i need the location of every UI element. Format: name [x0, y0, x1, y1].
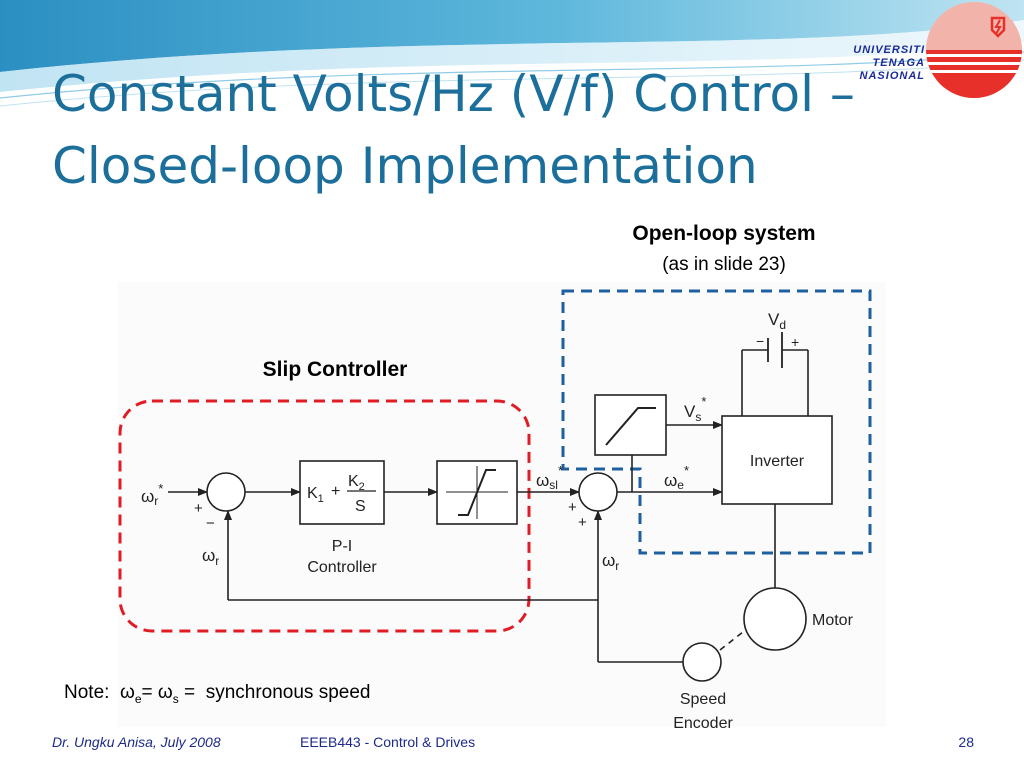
plus-sign-3: +: [578, 514, 587, 531]
lightning-icon: [990, 16, 1006, 38]
motor-encoder-coupling: [719, 627, 749, 651]
s-label: S: [355, 498, 366, 515]
logo-text: UNIVERSITI TENAGA NASIONAL: [800, 44, 925, 83]
logo-line2: TENAGA: [872, 57, 925, 69]
note-description: synchronous speed: [205, 682, 371, 703]
speed-encoder-circle: [682, 642, 722, 682]
open-loop-box: [561, 289, 872, 555]
speed-label: Speed: [680, 691, 726, 708]
omega-r-star-label: ωr*: [141, 481, 163, 508]
pi-label: P-I: [332, 538, 352, 555]
motor-circle: [743, 587, 807, 651]
encoder-label: Encoder: [673, 715, 733, 732]
plus-sign-1: +: [194, 500, 203, 517]
university-logo: [926, 2, 1022, 98]
motor-label: Motor: [812, 612, 854, 629]
footer-course: EEEB443 - Control & Drives: [300, 734, 476, 750]
note-text: Note: ωe= ωs = synchronous speed: [64, 682, 371, 706]
omega-r-label-left: ωr: [202, 546, 219, 568]
inverter-block: [721, 415, 833, 505]
slip-controller-title: Slip Controller: [262, 358, 408, 381]
slide-number: 28: [958, 734, 974, 750]
vs-star-label: Vs*: [684, 394, 706, 424]
slip-controller-box: [118, 399, 531, 633]
slide-title: Constant Volts/Hz (V/f) Control – Closed…: [52, 58, 932, 202]
logo-line1: UNIVERSITI: [853, 44, 925, 56]
open-loop-subtitle: (as in slide 23): [662, 254, 786, 275]
controller-label: Controller: [307, 559, 377, 576]
k1-label: K1: [307, 485, 324, 505]
summing-junction-slip: [578, 472, 618, 512]
k2-label: K2: [348, 473, 365, 493]
note-prefix: Note:: [64, 682, 110, 703]
minus-sign-1: −: [206, 515, 215, 532]
open-loop-title: Open-loop system: [632, 222, 816, 245]
vd-label: Vd: [768, 310, 786, 332]
omega-e-star-label: ωe*: [664, 463, 689, 492]
title-line1: Constant Volts/Hz (V/f) Control –: [52, 65, 855, 123]
pi-plus: +: [331, 483, 340, 500]
vf-ramp-block: [594, 394, 667, 456]
vd-minus: −: [756, 333, 764, 349]
logo-line3: NASIONAL: [859, 70, 925, 82]
omega-sl-star-label: ωsl*: [536, 463, 563, 492]
ramp-curve: [605, 407, 656, 446]
plus-sign-2: +: [568, 499, 577, 516]
pi-controller-block: [299, 460, 385, 525]
omega-r-label-right: ωr: [602, 551, 619, 573]
summing-junction-speed: [206, 472, 246, 512]
footer-author: Dr. Ungku Anisa, July 2008: [52, 734, 221, 750]
title-line2: Closed-loop Implementation: [52, 137, 758, 195]
vd-plus: +: [791, 334, 799, 350]
inverter-label: Inverter: [750, 453, 805, 470]
